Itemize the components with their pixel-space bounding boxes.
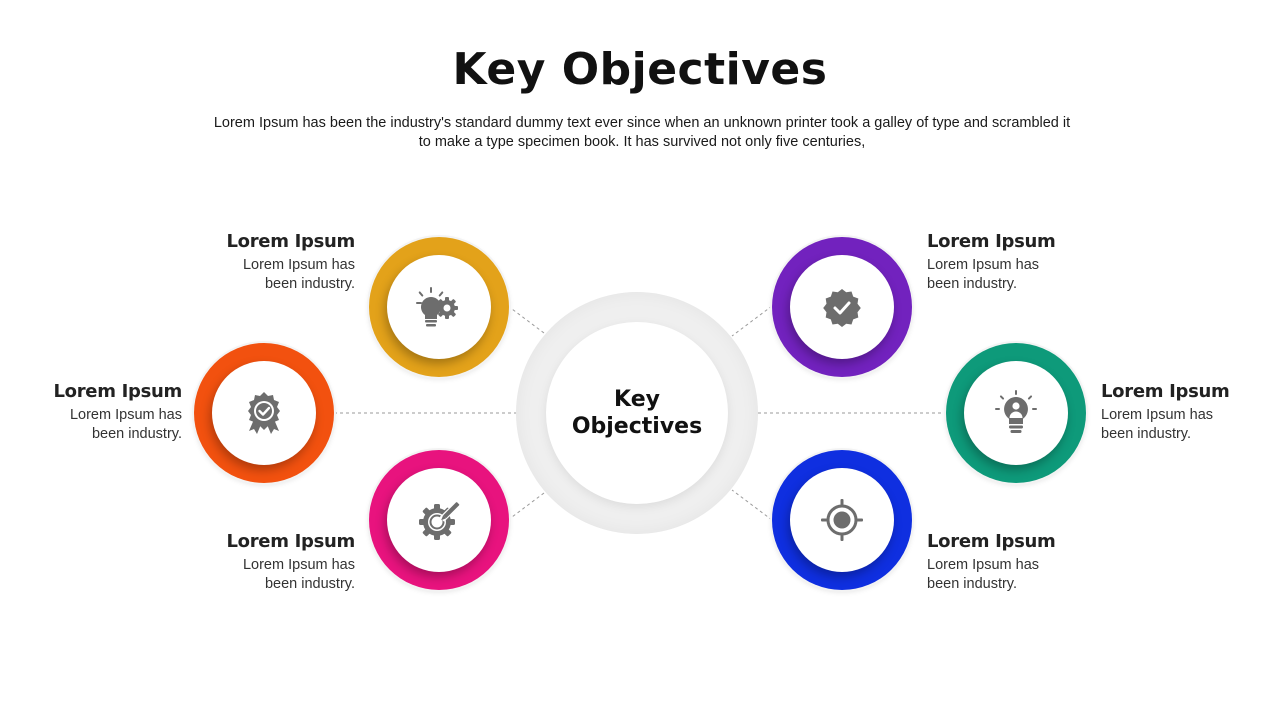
node-middle-left <box>194 343 334 483</box>
label-bottom-left-title: Lorem Ipsum <box>226 531 355 552</box>
gear-pencil-icon <box>419 500 461 540</box>
node-top-right-inner <box>790 255 894 359</box>
node-bottom-left-inner <box>387 468 491 572</box>
label-bottom-left: Lorem Ipsum Lorem Ipsum has been industr… <box>175 531 355 594</box>
label-middle-right-text-line-2: been industry. <box>1101 426 1192 442</box>
label-bottom-left-text: Lorem Ipsum has been industry. <box>175 556 355 594</box>
label-middle-right-text: Lorem Ipsum has been industry. <box>1101 406 1280 444</box>
connector-bottom-right <box>731 489 773 521</box>
label-top-left-title: Lorem Ipsum <box>226 231 355 252</box>
label-top-left-text: Lorem Ipsum has been industry. <box>175 256 355 294</box>
label-middle-left-text-line-2: been industry. <box>91 426 182 442</box>
label-bottom-right: Lorem Ipsum Lorem Ipsum has been industr… <box>927 531 1107 594</box>
node-bottom-right-inner <box>790 468 894 572</box>
label-bottom-right-text-line-2: been industry. <box>927 576 1018 592</box>
label-bottom-right-title: Lorem Ipsum <box>927 531 1056 552</box>
center-ring: Key Objectives <box>516 292 758 534</box>
label-middle-right-title: Lorem Ipsum <box>1101 381 1230 402</box>
label-top-right-text-line-2: been industry. <box>927 276 1018 292</box>
label-top-left-text-line-1: Lorem Ipsum has <box>242 257 355 273</box>
node-middle-left-inner <box>212 361 316 465</box>
label-bottom-right-text-line-1: Lorem Ipsum has <box>927 557 1040 573</box>
node-top-left <box>369 237 509 377</box>
center-label-line-1: Key <box>614 387 660 412</box>
subtitle-line-1: Lorem Ipsum has been the industry's stan… <box>213 115 1071 131</box>
label-middle-right: Lorem Ipsum Lorem Ipsum has been industr… <box>1101 381 1280 444</box>
subtitle: Lorem Ipsum has been the industry's stan… <box>200 114 1084 152</box>
award-badge-icon <box>248 392 280 434</box>
label-middle-left: Lorem Ipsum Lorem Ipsum has been industr… <box>2 381 182 444</box>
label-middle-right-text-line-1: Lorem Ipsum has <box>1101 407 1214 423</box>
lightbulb-person-icon <box>995 390 1037 433</box>
label-top-right-text: Lorem Ipsum has been industry. <box>927 256 1107 294</box>
connector-top-left <box>507 305 549 337</box>
subtitle-line-2: to make a type specimen book. It has sur… <box>418 134 866 150</box>
node-middle-right <box>946 343 1086 483</box>
connector-bottom-left <box>507 489 549 521</box>
node-middle-right-inner <box>964 361 1068 465</box>
label-middle-left-text: Lorem Ipsum has been industry. <box>2 406 182 444</box>
connector-top-right <box>731 305 773 337</box>
label-bottom-right-text: Lorem Ipsum has been industry. <box>927 556 1107 594</box>
label-bottom-left-text-line-2: been industry. <box>264 576 355 592</box>
label-middle-left-title: Lorem Ipsum <box>53 381 182 402</box>
node-top-left-inner <box>387 255 491 359</box>
center-circle: Key Objectives <box>546 322 728 504</box>
verified-badge-icon <box>823 289 861 327</box>
page-title: Key Objectives <box>452 44 828 95</box>
node-top-right <box>772 237 912 377</box>
center-label-line-2: Objectives <box>571 414 703 439</box>
label-top-right: Lorem Ipsum Lorem Ipsum has been industr… <box>927 231 1107 294</box>
lightbulb-gear-icon <box>416 287 458 327</box>
node-bottom-left <box>369 450 509 590</box>
label-top-left: Lorem Ipsum Lorem Ipsum has been industr… <box>175 231 355 294</box>
label-middle-left-text-line-1: Lorem Ipsum has <box>69 407 182 423</box>
label-bottom-left-text-line-1: Lorem Ipsum has <box>242 557 355 573</box>
center-label: Key Objectives <box>572 386 702 440</box>
target-icon <box>821 499 863 541</box>
label-top-right-title: Lorem Ipsum <box>927 231 1056 252</box>
node-bottom-right <box>772 450 912 590</box>
label-top-left-text-line-2: been industry. <box>264 276 355 292</box>
label-top-right-text-line-1: Lorem Ipsum has <box>927 257 1040 273</box>
